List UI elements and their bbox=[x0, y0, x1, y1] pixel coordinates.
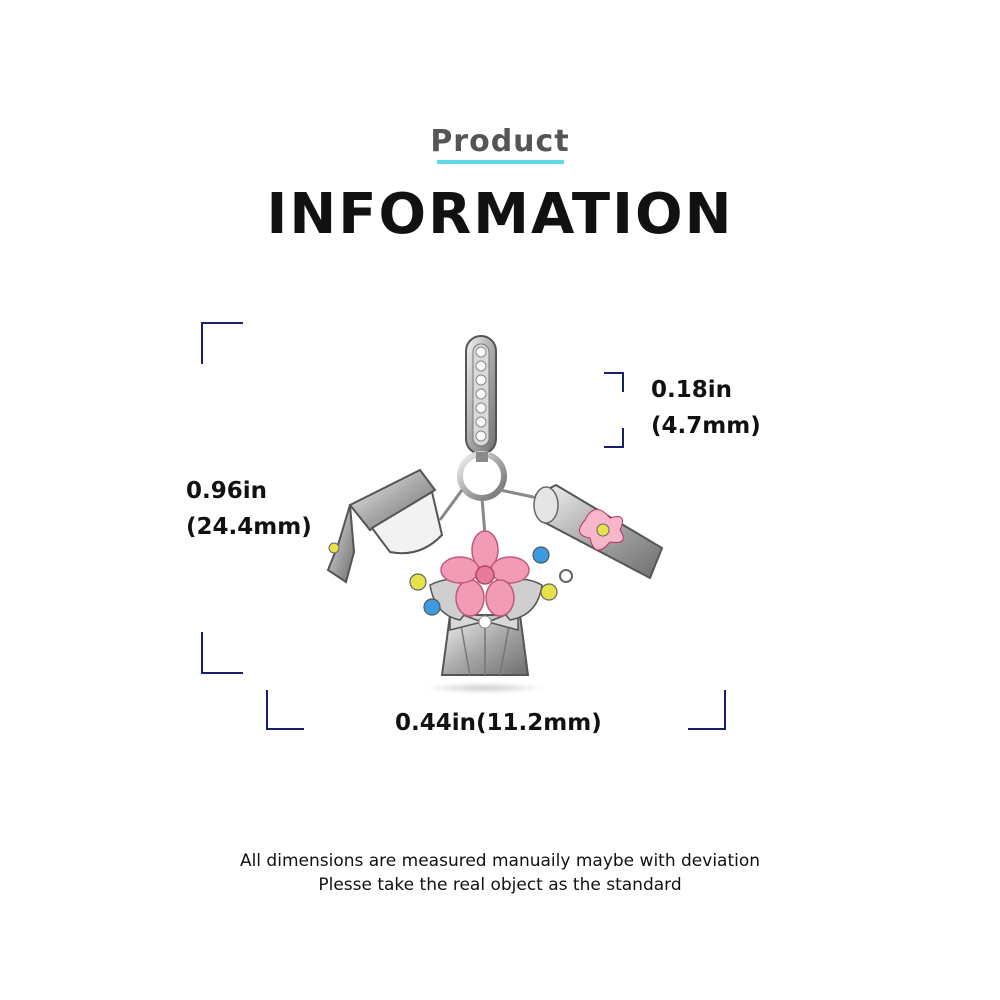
bail-bracket-top bbox=[604, 372, 624, 392]
disclaimer-line-2: Plesse take the real object as the stand… bbox=[318, 875, 682, 895]
height-bracket-top bbox=[201, 322, 243, 364]
height-measurement: 0.96in (24.4mm) bbox=[186, 473, 312, 545]
width-measurement: 0.44in(11.2mm) bbox=[395, 710, 602, 736]
subtitle: Product bbox=[430, 124, 570, 159]
product-charm-image bbox=[326, 335, 664, 694]
disclaimer-line-1: All dimensions are measured manuaily may… bbox=[239, 851, 761, 871]
width-bracket-left bbox=[266, 690, 304, 730]
height-metric: (24.4mm) bbox=[186, 514, 312, 540]
bail-bracket-bottom bbox=[604, 428, 624, 448]
diploma-scroll-charm bbox=[499, 483, 664, 580]
graduation-cap-charm bbox=[326, 468, 464, 584]
page-title: INFORMATION bbox=[266, 182, 734, 247]
bail bbox=[465, 335, 497, 455]
height-bracket-bottom bbox=[201, 632, 243, 674]
flower-bouquet-charm bbox=[409, 530, 573, 676]
height-imperial: 0.96in bbox=[186, 478, 268, 504]
bail-measurement: 0.18in (4.7mm) bbox=[651, 372, 761, 444]
subtitle-underline bbox=[437, 160, 564, 164]
width-bracket-right bbox=[688, 690, 726, 730]
bail-imperial: 0.18in bbox=[651, 377, 733, 403]
bail-metric: (4.7mm) bbox=[651, 413, 761, 439]
